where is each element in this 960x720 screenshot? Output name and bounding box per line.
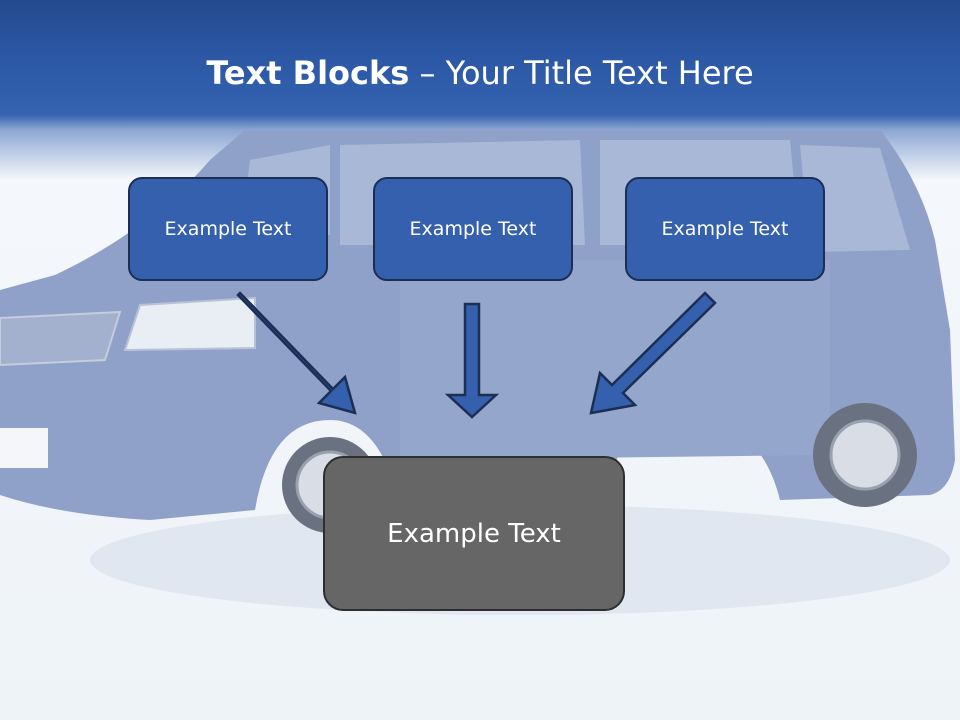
- text-block-3: Example Text: [625, 177, 825, 281]
- text-block-1: Example Text: [128, 177, 328, 281]
- van-grille: [0, 310, 122, 367]
- text-block-3-label: Example Text: [661, 218, 789, 240]
- van-side-panel: [400, 260, 830, 460]
- text-block-2-label: Example Text: [409, 218, 537, 240]
- title-bold: Text Blocks: [206, 54, 410, 92]
- arrow-center: [444, 302, 500, 419]
- van-rear-hubcap: [829, 419, 901, 491]
- van-license-plate: [0, 428, 48, 468]
- title-rest: Your Title Text Here: [445, 54, 754, 92]
- arrow-left: [236, 291, 357, 415]
- arrow-right: [589, 291, 717, 415]
- title-separator: –: [409, 54, 446, 92]
- text-block-bottom-label: Example Text: [387, 518, 561, 549]
- text-block-bottom: Example Text: [323, 456, 625, 611]
- text-block-1-label: Example Text: [164, 218, 292, 240]
- text-block-2: Example Text: [373, 177, 573, 281]
- van-headlight: [123, 296, 256, 352]
- slide-title: Text Blocks – Your Title Text Here: [0, 54, 960, 92]
